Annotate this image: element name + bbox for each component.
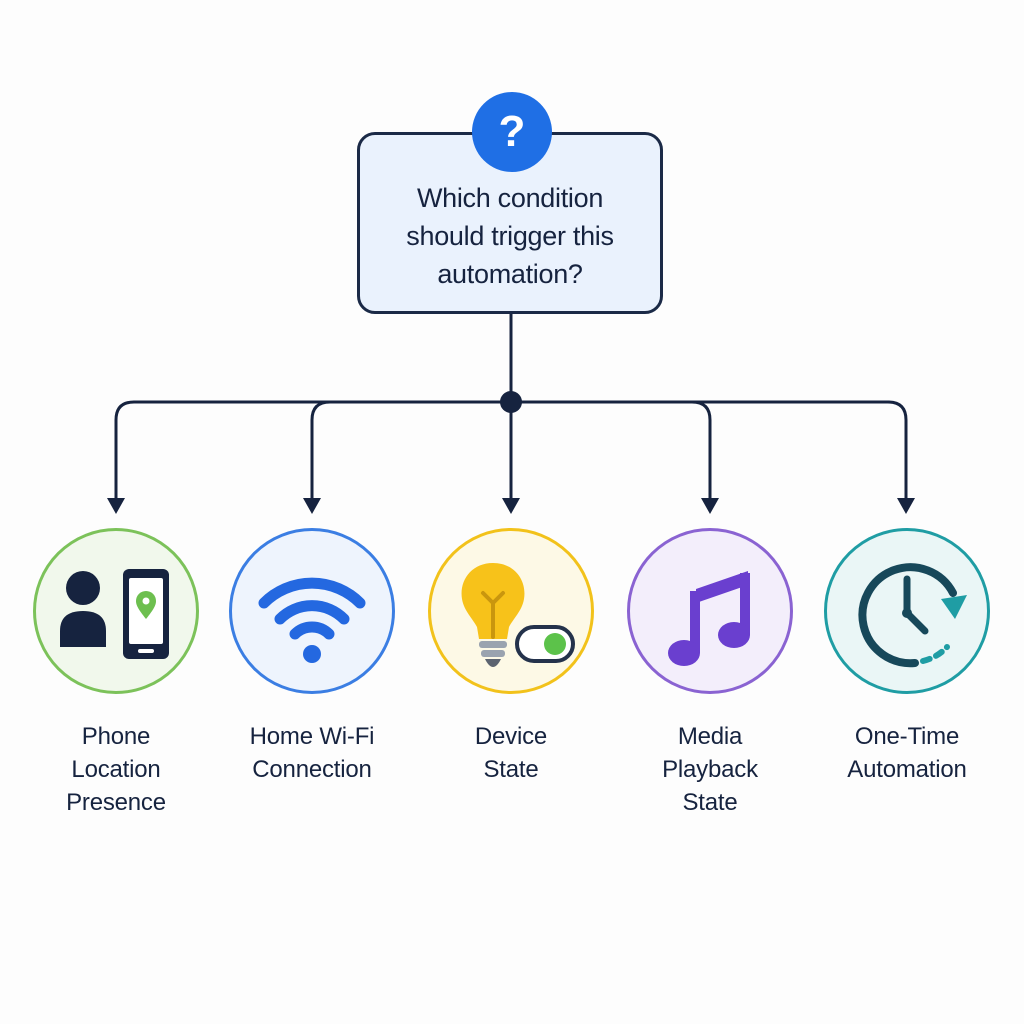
- branch-line-4: [509, 400, 712, 502]
- arrowhead-3: [502, 498, 520, 514]
- option-label-one-time-automation: One-Time Automation: [847, 723, 967, 783]
- option-phone-location-presence[interactable]: [33, 528, 199, 694]
- branch-line-1: [114, 400, 513, 502]
- arrowhead-5: [897, 498, 915, 514]
- option-label-home-wifi-connection: Home Wi-Fi Connection: [249, 723, 375, 783]
- person-phone-location-icon: [60, 569, 169, 659]
- option-one-time-automation[interactable]: [824, 528, 990, 694]
- question-mark-icon: ?: [472, 92, 552, 172]
- option-label-phone-location-presence: Phone Location Presence: [66, 723, 166, 816]
- arrowhead-2: [303, 498, 321, 514]
- arrowhead-4: [701, 498, 719, 514]
- option-media-playback-state[interactable]: [627, 528, 793, 694]
- option-home-wifi-connection[interactable]: [229, 528, 395, 694]
- clock-arrow-icon: [858, 563, 967, 668]
- option-label-media-playback-state: Media Playback State: [662, 723, 758, 816]
- branch-line-2: [310, 400, 513, 502]
- junction-dot: [500, 391, 522, 413]
- branch-line-5: [509, 400, 908, 502]
- wifi-icon: [258, 577, 366, 663]
- question-text: Which condition should trigger this auto…: [406, 183, 614, 289]
- badge-symbol: ?: [498, 107, 526, 156]
- lightbulb-toggle-icon: [461, 563, 575, 667]
- option-device-state[interactable]: [428, 528, 594, 694]
- arrowhead-1: [107, 498, 125, 514]
- option-label-device-state: Device State: [474, 723, 548, 783]
- music-note-icon: [668, 571, 750, 666]
